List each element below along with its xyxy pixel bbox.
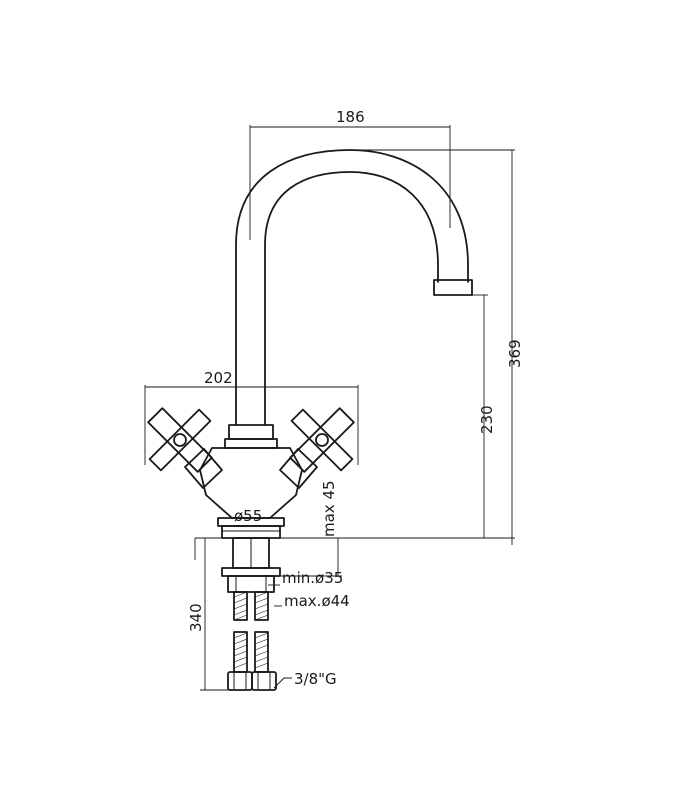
right-flexible-hose [251,591,277,691]
label-total-height: 369 [506,339,524,368]
label-handle-span: 202 [204,369,233,387]
label-spout-reach: 186 [336,108,365,126]
label-outlet-height: 230 [478,405,496,434]
label-hose-length: 340 [187,603,205,632]
label-min-hole: min.ø35 [282,569,343,587]
dimension-outlet-height [472,294,488,538]
faucet-body [199,424,303,527]
label-base-diameter: ø55 [234,507,262,525]
left-cross-handle [147,407,223,489]
label-connection: 3/8"G [294,670,337,688]
dimension-deck-thickness [280,538,342,577]
spout [235,149,473,426]
dimension-handle-span [144,385,359,465]
mounting-assembly [195,525,515,593]
label-deck-thickness: max 45 [320,480,338,537]
label-max-hole: max.ø44 [284,592,350,610]
right-cross-handle [279,407,355,489]
left-flexible-hose [227,591,253,691]
dimension-total-height [350,149,515,545]
leader-connection [273,677,292,689]
dimension-hose-length [194,538,230,691]
dimension-spout-reach [249,125,451,240]
